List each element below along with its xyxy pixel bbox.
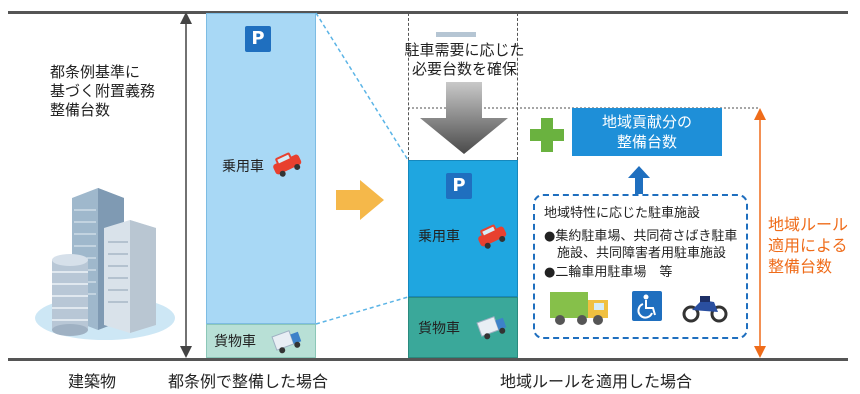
regional-height-arrow-icon [754,108,766,358]
parking-icon: P [245,26,271,52]
regional-cargo-area [408,297,518,358]
contribution-box: 地域貢献分の 整備台数 [572,108,722,156]
down-arrow-icon [420,82,508,154]
demand-dashed-left [408,13,409,160]
regional-features-item: ●集約駐車場、共同荷さばき駐車 施設、共同障害者用駐車施設 [544,229,738,261]
regional-rule-label: 地域ルール 適用による 整備台数 [768,215,849,276]
regional-features-item: ●二輪車用駐車場 等 [544,265,673,280]
truck-icon [476,316,507,340]
demand-bar [436,32,476,37]
up-arrow-icon [628,166,650,196]
caption-building: 建築物 [68,372,117,391]
red-car-icon [273,152,302,177]
caption-regional: 地域ルールを適用した場合 [500,372,693,391]
parking-icon: P [446,173,472,199]
wheelchair-icon [632,291,662,321]
building-icon [35,188,175,340]
regional-cargo-label: 貨物車 [418,321,460,337]
caption-ordinance: 都条例で整備した場合 [168,372,329,391]
top-line [8,11,848,14]
demand-text: 駐車需要に応じた 必要台数を確保 [404,41,525,78]
motorcycle-icon [682,296,728,323]
demand-dashed-right [517,13,518,160]
ordinance-cargo-label: 貨物車 [214,334,256,350]
regional-passenger-label: 乗用車 [418,229,460,245]
plus-icon [530,118,564,152]
green-truck-icon [550,292,608,325]
regional-features-title: 地域特性に応じた駐車施設 [544,206,701,221]
height-arrow-icon [180,12,192,358]
ground-line [8,358,848,361]
red-car-icon [478,224,507,249]
ordinance-requirement-label: 都条例基準に 基づく附置義務 整備台数 [50,63,156,119]
transition-arrow-icon [336,180,384,220]
truck-icon [271,330,302,354]
ordinance-passenger-label: 乗用車 [222,159,264,175]
